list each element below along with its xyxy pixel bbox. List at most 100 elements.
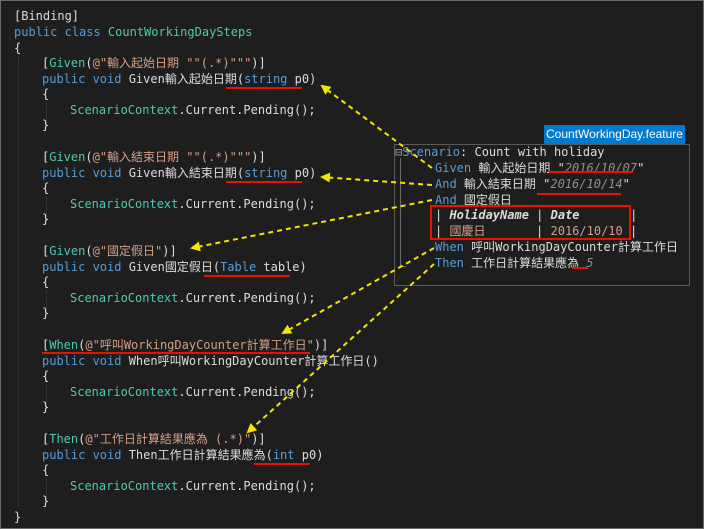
arrow-given-start [320,84,433,169]
scenario-context-class: ScenarioContext [70,290,179,305]
table-header-cell: Date [550,208,580,222]
feature-step: And 國定假日 [435,192,512,208]
method-close-brace: } [42,494,50,509]
step-keyword: And [435,193,457,207]
method-signature: public void Given國定假日(Table table) [42,259,307,274]
step-param: 5 [586,256,594,270]
table-header-cell: HolidayName [449,208,529,222]
feature-file-popup [394,144,690,286]
class-close-brace: } [14,510,22,524]
indent-guide [46,197,47,221]
method-open-brace: { [42,275,50,290]
param-name: table [256,259,300,274]
method-name: Given輸入起始日期( [128,71,245,86]
public-void-keyword: public void [42,259,129,274]
scenario-context-class: ScenarioContext [70,102,179,117]
method-open-brace: { [42,87,50,102]
pending-call: ScenarioContext.Current.Pending(); [70,102,316,117]
param-underline [226,181,302,183]
arrow-given-end [320,172,433,186]
attribute-pattern: @"呼叫WorkingDayCounter計算工作日" [85,338,314,352]
scenario-title: : Count with holiday [460,145,605,159]
step-text: 輸入起始日期 " [471,161,565,175]
feature-step: And 輸入結束日期 "2016/10/14" [435,177,630,191]
param-name: p0 [287,71,310,86]
table-header-row: | HolidayName | Date | [435,208,638,222]
table-cell: 2016/10/10 [550,224,623,238]
param-type: string [244,165,288,180]
public-void-keyword: public void [42,353,129,368]
param-type: int [272,447,295,462]
feature-file-tab[interactable]: CountWorkingDay.feature [544,125,685,144]
method-close-brace: } [42,118,50,133]
step-keyword: When [435,240,464,254]
scenario-context-class: ScenarioContext [70,196,179,211]
attribute-underline [42,352,310,354]
public-void-keyword: public void [42,71,129,86]
indent-guide [18,56,19,506]
param-name: p0 [287,165,310,180]
method-name: Given輸入結束日期( [128,165,245,180]
attribute-pattern: @"工作日計算結果應為 (.*)" [85,432,252,446]
public-void-keyword: public void [42,165,129,180]
step-keyword: Then [435,256,464,270]
param-underline [226,87,302,89]
param-type: Table [220,259,257,274]
method-open-brace: { [42,463,50,478]
arrow-given-holiday [190,199,433,252]
table-row: | 國慶日 | 2016/10/10 | [435,224,638,238]
pending-call: ScenarioContext.Current.Pending(); [70,478,316,493]
step-param: 2016/10/14 [550,177,623,191]
step-attribute: [Then(@"工作日計算結果應為 (.*)")] [42,432,266,446]
collapse-icon[interactable]: ⊟ [395,145,403,159]
param-underline [204,275,290,277]
attribute-kind: When [49,338,79,352]
table-cell: 國慶日 [449,224,486,238]
method-name: When呼叫WorkingDayCounter計算工作日() [128,353,379,368]
step-text: 呼叫WorkingDayCounter計算工作日 [463,240,678,254]
table-highlight-box [430,205,631,240]
binding-attribute: [Binding] [14,9,80,23]
scenario-context-class: ScenarioContext [70,478,179,493]
arrow-when [281,247,435,334]
step-text: 輸入結束日期 " [456,177,551,191]
attribute-kind: Then [49,432,79,446]
param-type: string [244,71,288,86]
method-close-brace: } [42,400,50,415]
param-underline [254,463,310,465]
class-keyword: public class [14,25,108,39]
scenario-fold-guide [400,158,401,266]
feature-step: When 呼叫WorkingDayCounter計算工作日 [435,239,678,255]
pending-call: ScenarioContext.Current.Pending(); [70,384,316,399]
indent-guide [46,291,47,315]
method-name: Given國定假日( [128,259,221,274]
step-attribute: [When(@"呼叫WorkingDayCounter計算工作日")] [42,338,329,352]
pending-call: ScenarioContext.Current.Pending(); [70,290,316,305]
attribute-pattern: @"輸入結束日期 ""(.*)""" [92,150,252,164]
step-attribute: [Given(@"國定假日")] [42,244,177,258]
method-open-brace: { [42,181,50,196]
method-signature: public void Given輸入結束日期(string p0) [42,165,317,180]
method-name: Then工作日計算結果應為( [128,447,273,462]
scenario-context-class: ScenarioContext [70,384,179,399]
indent-guide [46,103,47,127]
param-name: p0 [294,447,317,462]
step-keyword: And [435,177,457,191]
method-signature: public void When呼叫WorkingDayCounter計算工作日… [42,354,379,370]
class-declaration: public class CountWorkingDaySteps [14,25,252,41]
attribute-pattern: @"輸入起始日期 ""(.*)""" [92,56,252,70]
method-signature: public void Given輸入起始日期(string p0) [42,71,317,86]
attribute-kind: Given [49,150,86,164]
step-keyword: Given [435,161,472,175]
feature-step: Then 工作日計算結果應為 5 [435,255,594,271]
arrow-then [246,263,435,434]
method-open-brace: { [42,369,50,384]
class-name: CountWorkingDaySteps [107,25,253,39]
indent-guide [46,479,47,503]
pending-call: ScenarioContext.Current.Pending(); [70,196,316,211]
param-underline [549,171,633,173]
method-close-brace: } [42,306,50,321]
param-underline [537,193,621,195]
class-open-brace: { [14,41,22,55]
